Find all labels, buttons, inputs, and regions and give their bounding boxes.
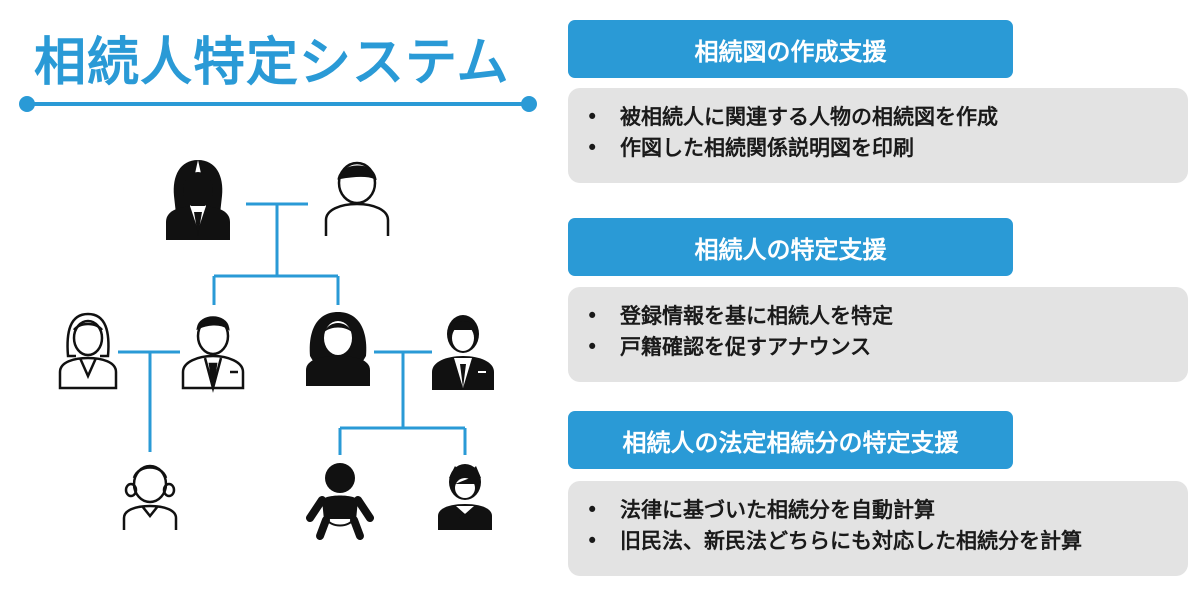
section-body-diagram-support: •被相続人に関連する人物の相続図を作成 •作図した相続関係説明図を印刷 [568,88,1188,183]
tree-connectors [118,202,467,455]
list-item: •登録情報を基に相続人を特定 [568,301,1188,332]
bullet-icon: • [586,529,599,553]
baby-solid-icon [306,463,374,540]
title-underline [19,96,537,112]
section-body-heir-identification: •登録情報を基に相続人を特定 •戸籍確認を促すアナウンス [568,287,1188,382]
bullet-icon: • [586,136,599,160]
feature-list: •法律に基づいた相続分を自動計算 •旧民法、新民法どちらにも対応した相続分を計算 [568,495,1188,557]
page-title: 相続人特定システム [34,33,510,93]
man-suit-solid-icon [432,315,494,390]
woman-solid-icon [306,312,370,386]
list-item: •被相続人に関連する人物の相続図を作成 [568,102,1188,133]
man-outline-icon [324,161,390,236]
section-header-legal-share: 相続人の法定相続分の特定支援 [568,411,1013,469]
bullet-icon: • [586,105,599,129]
boy-solid-icon [438,464,492,530]
girl-outline-icon [122,464,178,530]
section-body-legal-share: •法律に基づいた相続分を自動計算 •旧民法、新民法どちらにも対応した相続分を計算 [568,481,1188,576]
feature-list: •登録情報を基に相続人を特定 •戸籍確認を促すアナウンス [568,301,1188,363]
woman-solid-icon [166,160,230,240]
bullet-icon: • [586,498,599,522]
section-header-diagram-support: 相続図の作成支援 [568,20,1013,78]
list-item: •戸籍確認を促すアナウンス [568,332,1188,363]
list-item: •法律に基づいた相続分を自動計算 [568,495,1188,526]
bullet-icon: • [586,335,599,359]
man-suit-outline-icon [181,316,245,393]
list-item: •作図した相続関係説明図を印刷 [568,133,1188,164]
section-header-heir-identification: 相続人の特定支援 [568,218,1013,276]
bullet-icon: • [586,304,599,328]
family-tree-diagram [58,160,494,540]
feature-list: •被相続人に関連する人物の相続図を作成 •作図した相続関係説明図を印刷 [568,102,1188,164]
list-item: •旧民法、新民法どちらにも対応した相続分を計算 [568,526,1188,557]
woman-outline-icon [58,312,118,390]
